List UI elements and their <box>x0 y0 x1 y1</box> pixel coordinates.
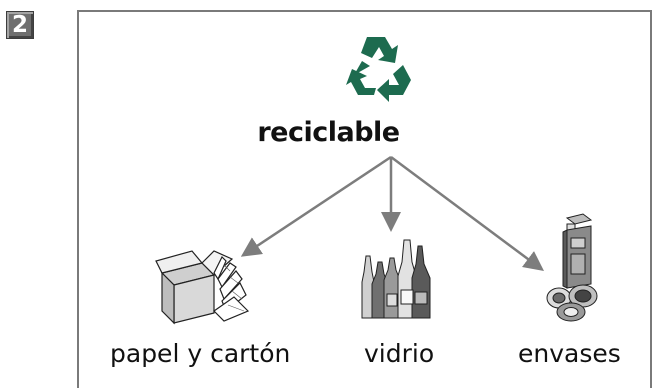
packaging-icon <box>546 213 598 322</box>
content-frame <box>77 10 652 388</box>
arrow-to-envases <box>390 155 545 271</box>
arrow-to-papel <box>240 155 392 257</box>
root-label: reciclable <box>257 117 400 148</box>
paper-box-icon <box>155 250 250 325</box>
bottles-icon <box>361 239 431 319</box>
item-label-envases: envases <box>518 339 621 368</box>
item-label-papel: papel y cartón <box>110 339 291 368</box>
step-number-badge: 2 <box>6 11 34 39</box>
item-label-vidrio: vidrio <box>364 339 435 368</box>
recycle-icon <box>346 37 411 102</box>
